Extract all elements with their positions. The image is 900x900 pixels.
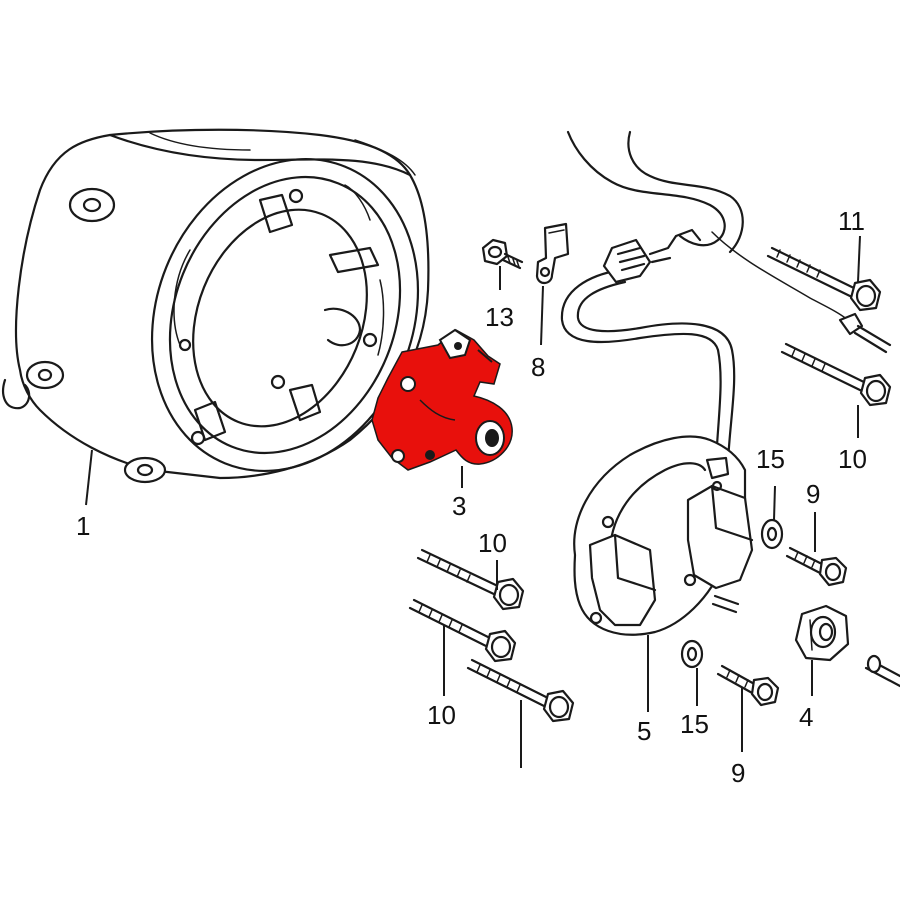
- part-9-bolt-top: [785, 546, 848, 587]
- part-15-washer-top: [760, 518, 784, 550]
- callout-9-bottom: 9: [731, 758, 745, 788]
- callout-13: 13: [485, 302, 514, 332]
- callout-3: 3: [452, 491, 466, 521]
- callout-15-top: 15: [756, 444, 785, 474]
- callout-11: 11: [838, 206, 865, 236]
- part-9-bolt-bottom: [716, 664, 780, 707]
- partial-bolt-right-edge: [864, 654, 900, 688]
- callout-10-middle: 10: [478, 528, 507, 558]
- callout-10-right: 10: [838, 444, 867, 474]
- part-8-wire-clamp: [535, 222, 570, 285]
- part-1-crankcase-cover: [2, 128, 430, 484]
- part-10-bolt-lower: [408, 598, 517, 663]
- callout-9-top: 9: [806, 479, 820, 509]
- bolt-bottom-unlabeled: [466, 658, 575, 723]
- part-15-washer-bottom: [680, 639, 704, 669]
- callout-8: 8: [531, 352, 545, 382]
- part-10-bolt-middle: [416, 548, 525, 611]
- part-4-nut: [794, 604, 850, 662]
- part-13-bolt: [481, 238, 524, 270]
- leader-1: [85, 449, 93, 506]
- callout-10-lower: 10: [427, 700, 456, 730]
- part-3-highlighted-component: [371, 328, 513, 471]
- part-11-long-bolt: [766, 246, 892, 354]
- callout-5: 5: [637, 716, 651, 746]
- part-5-base-plate: [573, 435, 754, 636]
- leader-15-top: [773, 485, 776, 521]
- part-10-bolt-right: [780, 342, 892, 407]
- callout-15-bottom: 15: [680, 709, 709, 739]
- leader-11: [857, 235, 861, 283]
- callout-4: 4: [799, 702, 813, 732]
- wiring-harness: [560, 130, 849, 464]
- callout-1: 1: [76, 511, 90, 541]
- leader-8: [540, 285, 544, 346]
